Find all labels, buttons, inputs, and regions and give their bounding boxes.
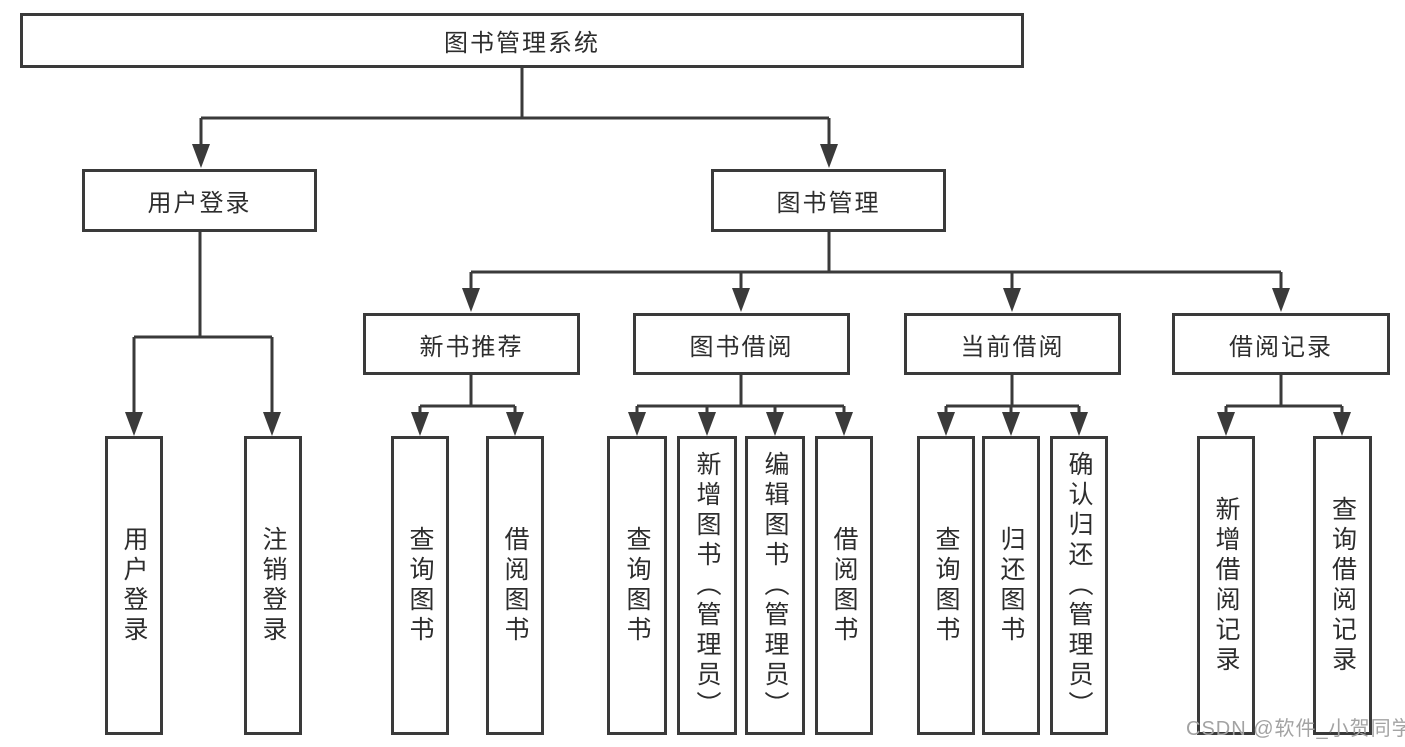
csdn-watermark: CSDN @软件_小贺同学 [1186,718,1405,740]
edge-book-borrow [635,375,846,418]
node-leaf-add-books-admin: 新增图书（管理员） [677,436,737,735]
node-library-management-system: 图书管理系统 [20,13,1024,68]
node-label: 新增图书（管理员） [693,450,721,721]
node-leaf-add-borrow-record: 新增借阅记录 [1197,436,1255,735]
node-label: 借阅图书 [501,525,529,646]
edge-new-book-rec [418,375,517,418]
edge-root [199,68,831,150]
node-label: 用户登录 [147,190,252,217]
node-label: 编辑图书（管理员） [761,450,789,721]
edge-borrow-records [1224,375,1344,418]
node-label: 查询图书 [932,525,960,646]
node-label: 用户登录 [120,525,148,646]
node-label: 确认归还（管理员） [1065,450,1093,721]
node-book-management: 图书管理 [711,169,946,232]
node-leaf-confirm-return-admin: 确认归还（管理员） [1050,436,1108,735]
node-leaf-query-borrow-record: 查询借阅记录 [1313,436,1372,735]
node-book-borrowing: 图书借阅 [633,313,850,375]
node-label: 查询图书 [623,525,651,646]
node-leaf-edit-books-admin: 编辑图书（管理员） [745,436,805,735]
node-label: 当前借阅 [960,333,1065,361]
edge-user-login [132,232,274,418]
node-label: 新增借阅记录 [1212,495,1240,676]
node-label: 图书管理 [776,190,881,217]
node-label: 借阅记录 [1229,333,1333,361]
node-label: 借阅图书 [830,525,858,646]
node-leaf-logout: 注销登录 [244,436,302,735]
node-leaf-query-books-3: 查询图书 [917,436,975,735]
node-label: 新书推荐 [419,333,524,361]
node-leaf-return-books: 归还图书 [982,436,1040,735]
node-current-borrowing: 当前借阅 [904,313,1121,375]
node-label: 图书借阅 [689,333,794,361]
edge-current-borrow [944,375,1081,418]
node-label: 查询图书 [406,525,434,646]
node-label: 图书管理系统 [444,30,600,57]
edge-book-mgmt [469,232,1283,294]
node-leaf-borrow-books-2: 借阅图书 [815,436,873,735]
node-leaf-query-books-2: 查询图书 [607,436,667,735]
node-label: 查询借阅记录 [1328,495,1357,676]
node-label: 归还图书 [997,525,1025,646]
node-new-book-recommend: 新书推荐 [363,313,580,375]
node-user-login: 用户登录 [82,169,317,232]
node-label: 注销登录 [259,525,287,646]
node-borrowing-records: 借阅记录 [1172,313,1390,375]
node-leaf-user-login: 用户登录 [105,436,163,735]
node-leaf-borrow-books-1: 借阅图书 [486,436,544,735]
node-leaf-query-books-1: 查询图书 [391,436,449,735]
